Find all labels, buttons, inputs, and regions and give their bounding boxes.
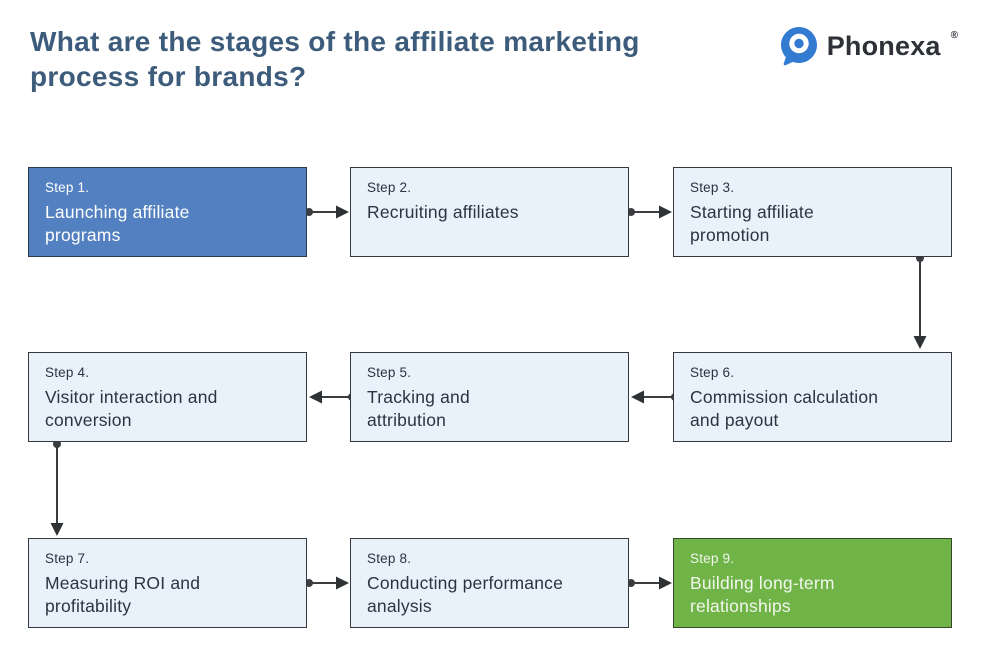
step-label: Step 6.: [690, 365, 735, 380]
arrow-step4-to-step7: [50, 440, 64, 536]
step-box-1: Step 1. Launching affiliate programs: [28, 167, 307, 257]
arrow-step7-to-step8: [305, 576, 349, 590]
step-box-5: Step 5. Tracking and attribution: [350, 352, 629, 442]
arrow-step8-to-step9: [627, 576, 672, 590]
step-title: Commission calculation and payout: [690, 387, 879, 430]
arrow-step3-to-step6: [913, 254, 927, 349]
arrow-step5-to-step4: [309, 390, 356, 404]
step-title: Launching affiliate programs: [45, 202, 190, 245]
step-label: Step 9.: [690, 551, 735, 566]
brand-name: Phonexa: [826, 30, 941, 61]
step-label: Step 2.: [367, 180, 412, 195]
step-title: Tracking and attribution: [367, 387, 470, 430]
step-title: Starting affiliate promotion: [690, 202, 814, 245]
arrow-step6-to-step5: [631, 390, 679, 404]
step-box-4: Step 4. Visitor interaction and conversi…: [28, 352, 307, 442]
step-label: Step 1.: [45, 180, 90, 195]
step-title: Recruiting affiliates: [367, 202, 519, 222]
step-box-7: Step 7. Measuring ROI and profitability: [28, 538, 307, 628]
step-label: Step 3.: [690, 180, 735, 195]
step-box-6: Step 6. Commission calculation and payou…: [673, 352, 952, 442]
brand-logo: Phonexa ®: [780, 26, 958, 66]
phonexa-pin-icon: [780, 26, 818, 66]
step-title: Visitor interaction and conversion: [45, 387, 218, 430]
step-box-3: Step 3. Starting affiliate promotion: [673, 167, 952, 257]
step-title: Conducting performance analysis: [367, 573, 564, 616]
step-label: Step 8.: [367, 551, 412, 566]
step-label: Step 7.: [45, 551, 90, 566]
step-box-2: Step 2. Recruiting affiliates: [350, 167, 629, 257]
step-title: Building long-term relationships: [690, 573, 835, 616]
arrow-step1-to-step2: [305, 205, 349, 219]
step-box-9: Step 9. Building long-term relationships: [673, 538, 952, 628]
arrow-step2-to-step3: [627, 205, 672, 219]
step-box-8: Step 8. Conducting performance analysis: [350, 538, 629, 628]
registered-mark-icon: ®: [950, 30, 958, 41]
page-title: What are the stages of the affiliate mar…: [30, 26, 640, 92]
step-title: Measuring ROI and profitability: [45, 573, 201, 616]
step-label: Step 4.: [45, 365, 90, 380]
step-label: Step 5.: [367, 365, 412, 380]
